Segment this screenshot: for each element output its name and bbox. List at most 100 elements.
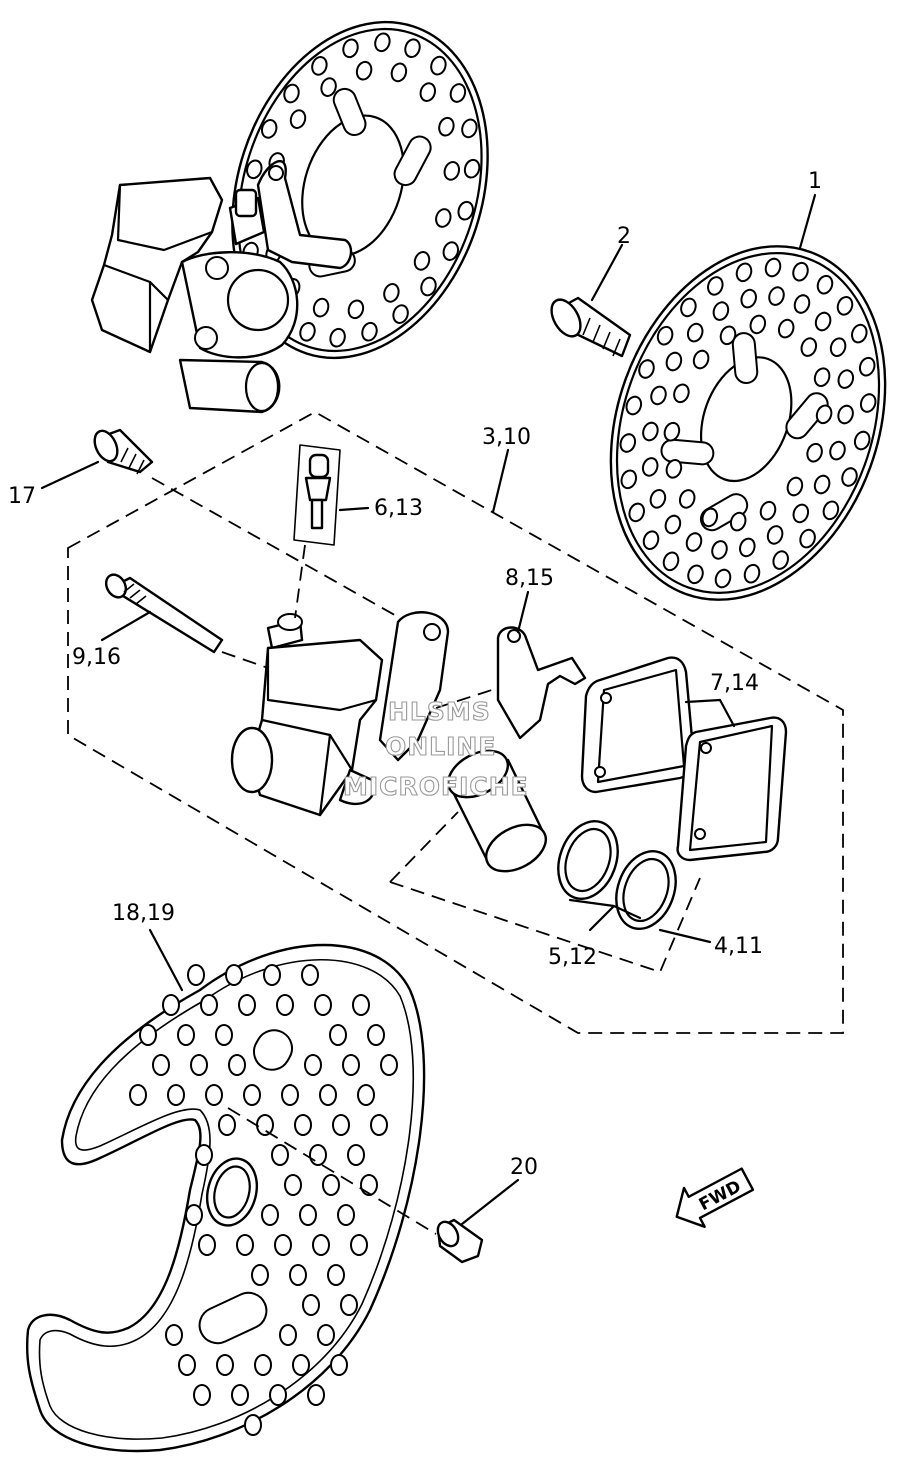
drilled-hole (347, 299, 365, 320)
cover-hole (225, 964, 243, 986)
cover-hole (271, 1144, 289, 1166)
cover-hole (274, 1234, 292, 1256)
cover-hole (216, 1354, 234, 1376)
cover-hole (302, 1294, 320, 1316)
drilled-hole (260, 119, 278, 139)
assembled-brake-illustration (90, 20, 489, 414)
drilled-hole (463, 158, 481, 179)
cover-hole (243, 1084, 261, 1106)
drilled-hole (692, 349, 710, 370)
drilled-hole (457, 200, 474, 221)
cover-hole (360, 1174, 378, 1196)
drilled-hole (743, 563, 761, 584)
cover-hole (256, 1114, 274, 1136)
leader-lines (40, 193, 817, 1226)
drilled-hole (800, 337, 818, 357)
drilled-hole (735, 262, 753, 283)
drilled-hole (662, 551, 680, 572)
drilled-hole (443, 161, 461, 181)
drilled-hole (712, 301, 730, 321)
cover-hole (301, 964, 319, 986)
callout-8-15: 8,15 (505, 566, 554, 591)
cover-hole (177, 1024, 195, 1046)
drilled-hole (665, 459, 683, 479)
drilled-hole (461, 118, 478, 139)
watermark: HLSMS ONLINE MICROFICHE (342, 696, 529, 801)
cover-hole (193, 1384, 211, 1406)
drilled-hole (739, 537, 756, 558)
drilled-hole (851, 323, 868, 344)
drilled-hole (649, 489, 667, 509)
drilled-hole (766, 525, 784, 545)
cover-hole (190, 1054, 208, 1076)
drilled-hole (837, 404, 854, 425)
drilled-hole (777, 318, 795, 339)
cover-hole (218, 1114, 236, 1136)
cover-hole (370, 1114, 388, 1136)
drilled-hole (642, 530, 660, 550)
cover-hole (215, 1024, 233, 1046)
cover-hole (238, 994, 256, 1016)
drilled-hole (390, 62, 408, 83)
pin-9-line (221, 651, 269, 669)
callout-6-13: 6,13 (374, 496, 423, 521)
drilled-hole (619, 433, 637, 453)
watermark-line-2: ONLINE (385, 732, 496, 761)
cover-hole (352, 994, 370, 1016)
cover-hole (195, 1144, 213, 1166)
assembly-group-outline (67, 410, 844, 1034)
drilled-hole (836, 296, 854, 316)
cover-hole (314, 994, 332, 1016)
cover-hole (350, 1234, 368, 1256)
cover-hole (322, 1174, 340, 1196)
cover-hole (269, 1384, 287, 1406)
drilled-hole (829, 337, 847, 357)
callout-20: 20 (510, 1155, 538, 1180)
bolt-part-20 (436, 1218, 484, 1264)
bolt-part-17 (93, 428, 154, 475)
bolt-20-line (227, 1107, 437, 1235)
callout-3-10: 3,10 (482, 425, 531, 450)
drilled-hole (663, 421, 681, 442)
drilled-hole (793, 294, 811, 314)
drilled-hole (822, 500, 840, 521)
drilled-hole (686, 322, 704, 343)
drilled-hole (283, 83, 300, 104)
drilled-hole (792, 503, 810, 524)
drilled-hole (813, 474, 831, 495)
drilled-hole (392, 304, 409, 324)
bolt-17-line (151, 477, 401, 619)
cover-hole (263, 964, 281, 986)
cover-hole (347, 1144, 365, 1166)
cover-hole (380, 1054, 398, 1076)
drilled-hole (642, 421, 659, 442)
cover-hole (152, 1054, 170, 1076)
drilled-hole (320, 77, 337, 97)
drilled-hole (853, 430, 871, 451)
cover-hole (185, 1204, 203, 1226)
drilled-hole (342, 38, 359, 59)
drilled-hole (438, 116, 455, 137)
drilled-hole (435, 208, 452, 228)
disc-cover-part-18 (25, 943, 426, 1453)
cover-hole (317, 1324, 335, 1346)
drilled-hole (806, 442, 823, 463)
callout-17: 17 (8, 484, 36, 509)
drilled-hole (749, 314, 767, 335)
cover-hole (327, 1264, 345, 1286)
bleed-screw-part-6 (293, 444, 341, 546)
watermark-line-3: MICROFICHE (343, 772, 529, 801)
disc-holes-part-1 (619, 257, 877, 589)
brake-disc-part-1 (609, 245, 887, 601)
pad-line (435, 687, 499, 709)
drilled-hole (858, 356, 876, 377)
piston-group-outline (389, 811, 701, 974)
cover-hole (299, 1204, 317, 1226)
cover-hole (244, 1414, 262, 1436)
cover-hole (319, 1084, 337, 1106)
cover-hole (289, 1264, 307, 1286)
callout-9-16: 9,16 (72, 645, 121, 670)
cover-hole (281, 1084, 299, 1106)
drilled-hole (740, 288, 757, 309)
